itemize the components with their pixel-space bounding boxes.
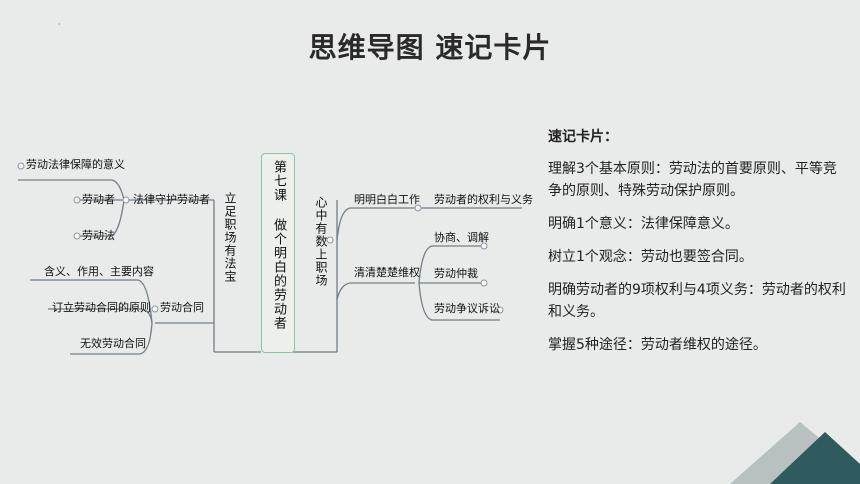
corner-decoration	[730, 422, 860, 484]
node-contract-meaning: 含义、作用、主要内容	[44, 265, 154, 278]
node-labor-contract: 劳动合同	[160, 301, 204, 314]
node-law-protects-laborers: 法律守护劳动者	[133, 193, 210, 206]
memo-card-item: 明确劳动者的9项权利与4项义务：劳动者的权利和义务。	[548, 282, 846, 320]
memo-card-item: 树立1个观念：劳动也要签合同。	[548, 249, 753, 265]
node-left-main: 立足职场有法宝	[223, 192, 237, 283]
node-clear-work: 明明白白工作	[354, 193, 420, 206]
node-laborer: 劳动者	[82, 193, 115, 206]
node-labor-law-guarantee-meaning: 劳动法律保障的意义	[26, 158, 125, 171]
node-contract-principles: 订立劳动合同的原则	[52, 301, 151, 314]
memo-card-title: 速记卡片：	[548, 129, 618, 145]
page-title: 思维导图 速记卡片	[308, 31, 552, 64]
memo-card-item: 理解3个基本原则：劳动法的首要原则、平等竞争的原则、特殊劳动保护原则。	[548, 161, 837, 199]
memo-card: 速记卡片： 理解3个基本原则：劳动法的首要原则、平等竞争的原则、特殊劳动保护原则…	[548, 126, 848, 367]
memo-card-item: 掌握5种途径：劳动者维权的途径。	[548, 337, 767, 353]
decorative-dot: ·	[58, 20, 61, 29]
node-clear-rights-protection: 清清楚楚维权	[354, 266, 420, 279]
node-labor-litigation: 劳动争议诉讼	[434, 302, 500, 315]
center-topic-box: 第七课 做个明白的劳动者	[261, 153, 295, 353]
memo-card-item: 明确1个意义：法律保障意义。	[548, 216, 739, 232]
node-invalid-contract: 无效劳动合同	[80, 337, 146, 350]
node-labor-arbitration: 劳动仲裁	[434, 267, 478, 280]
node-rights-duties: 劳动者的权利与义务	[434, 193, 533, 206]
node-negotiate-mediate: 协商、调解	[434, 231, 489, 244]
node-right-main: 心中有数上职场	[314, 196, 328, 287]
node-labor-law: 劳动法	[82, 229, 115, 242]
center-topic-label: 第七课 做个明白的劳动者	[271, 160, 286, 330]
